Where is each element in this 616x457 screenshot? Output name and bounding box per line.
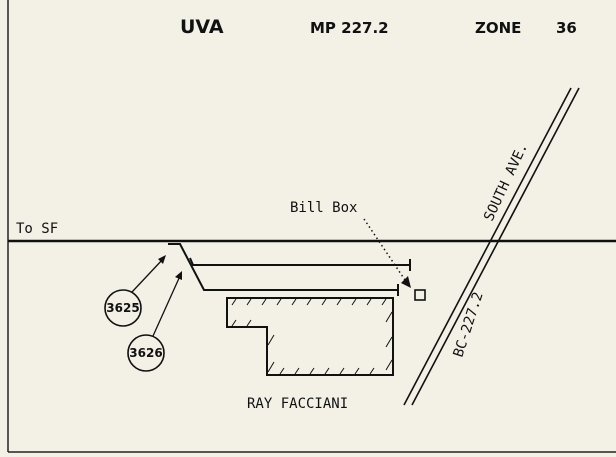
bill-box-pointer	[363, 218, 406, 281]
zone-number: 36	[556, 19, 577, 37]
station-name: UVA	[180, 16, 224, 38]
direction-label: To SF	[16, 221, 58, 237]
arrowhead-icon	[401, 276, 411, 288]
south-ave-road	[403, 87, 580, 406]
spur-3626-track	[168, 243, 398, 291]
spur-3625-track	[189, 257, 410, 266]
arrowhead-icon	[158, 255, 166, 264]
arrowhead-icon	[175, 271, 182, 280]
spur-3625-number: 3625	[106, 301, 139, 315]
industry-building	[226, 297, 394, 376]
bill-box-label: Bill Box	[290, 200, 357, 216]
spur-3625-callout[interactable]: 3625	[104, 255, 166, 327]
spur-3626-callout[interactable]: 3626	[127, 271, 182, 372]
industry-label: RAY FACCIANI	[247, 396, 348, 412]
bill-box-icon	[414, 289, 426, 301]
building-hatching	[231, 298, 393, 375]
spur-tracks	[168, 243, 411, 296]
zone-label: ZONE	[475, 19, 521, 37]
spur-3626-number: 3626	[129, 346, 162, 360]
milepost: MP 227.2	[310, 19, 389, 37]
